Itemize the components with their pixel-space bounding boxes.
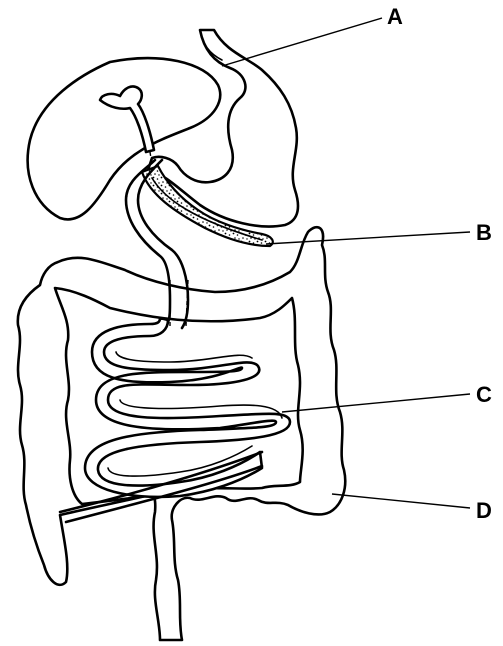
label-a: A: [387, 4, 403, 29]
leader-line-b: [266, 232, 470, 244]
label-d: D: [476, 498, 492, 523]
leader-line-d: [332, 494, 470, 508]
leader-line-a: [222, 18, 382, 66]
label-c: C: [476, 382, 492, 407]
label-b: B: [476, 220, 492, 245]
